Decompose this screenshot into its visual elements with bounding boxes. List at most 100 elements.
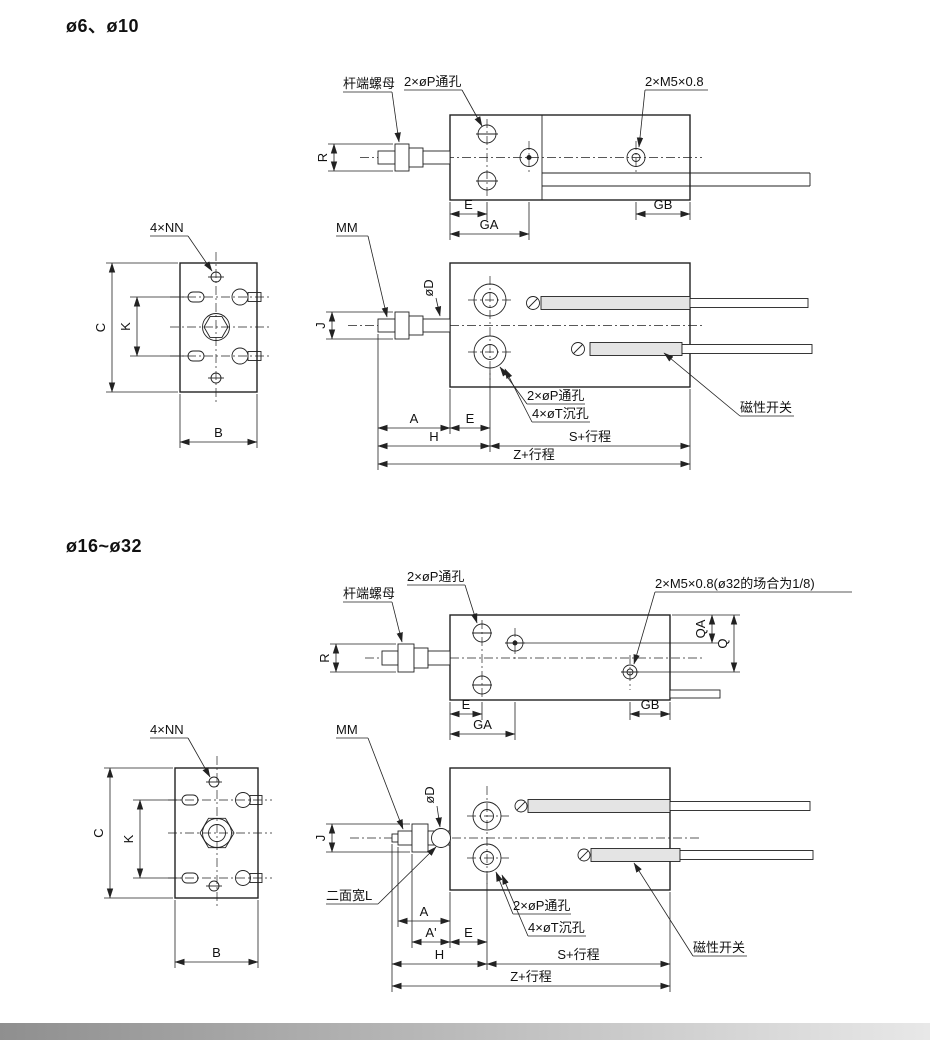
s1-switch-body-bottom [589,342,683,356]
callout-t-hole-s2: 4×øT沉孔 [528,920,585,935]
dim-label-H2: H [435,947,444,962]
s2-profile-rod-end [391,823,451,853]
s1-center-nut [202,313,230,341]
s1-dims-bottom: E GA GB [449,197,691,240]
dim-label-B: B [214,425,223,440]
dim-label-H: H [429,429,438,444]
s1-profile-rod-end [377,311,451,340]
dim-label-GA2: GA [473,717,492,732]
s1-callout-mm: MM [336,220,388,318]
dim-label-S-stroke2: S+行程 [557,947,599,962]
dim-label-E2: E [466,411,475,426]
s2-dims-QA-Q: QA Q [523,614,740,673]
s1-slot-bottom [187,350,205,362]
s2-dim-J: J [313,823,410,853]
s1-callouts: 2×øP通孔 2×M5×0.8 杆端螺母 [343,74,708,148]
callout-mm: MM [336,220,358,235]
dim-label-Q: Q [715,638,730,648]
s1-slot-top [187,291,205,303]
callout-rod-end-nut: 杆端螺母 [343,76,395,91]
s2-dim-R: R [317,643,396,673]
callout-magnetic-switch: 磁性开关 [740,400,792,415]
section1-heading: ø6、ø10 [66,16,140,36]
s1-switch-lead-top [689,298,809,308]
s2-counterbore-top [472,801,502,831]
s2-cylinder-body-profile [449,767,671,891]
dim-label-B2: B [212,945,221,960]
s1-callout-holes: 2×øP通孔 4×øT沉孔 [499,366,590,423]
s1-switch-screw-top [526,296,540,310]
callout-p-hole-s2: 2×øP通孔 [407,569,464,584]
dim-label-Z-stroke: Z+行程 [513,447,555,462]
s2-switch-screw-bottom [577,848,591,862]
callout-nn-s2: 4×NN [150,722,184,737]
s2-callout-switch: 磁性开关 [633,862,747,957]
callout-p-hole-profile: 2×øP通孔 [527,388,584,403]
dim-label-A2: A [420,904,429,919]
s2-center-nut [199,817,235,849]
dim-label-A-prime: A' [425,925,436,940]
dim-label-E3: E [462,697,471,712]
s1-switch-lead-bottom [681,344,813,354]
dim-label-K2: K [121,834,136,843]
s2-callouts: 2×øP通孔 杆端螺母 2×M5×0.8(ø32的场合为1/8) [343,569,852,665]
dim-label-C2: C [91,828,106,837]
callout-rod-dia-s2: øD [422,786,437,803]
dim-label-R: R [315,153,330,162]
s1-end-body [179,262,258,393]
s2-callout-mm: MM [336,722,404,830]
s2-callout-flats: 二面宽L [326,846,437,905]
s1-callout-switch: 磁性开关 [663,352,794,417]
s2-end-body [174,767,259,899]
s1-port-hole [519,148,539,167]
s1-m5-port [626,148,646,167]
dim-label-QA: QA [693,619,708,638]
s1-profile-view: J øD MM 2×øP通孔 4×øT沉孔 磁性开关 A E H S+行程 Z+ [313,220,813,470]
section2-heading: ø16~ø32 [66,536,143,556]
s2-profile-dims: A A' E H S+行程 Z+行程 [391,844,671,992]
callout-nn: 4×NN [150,220,184,235]
dim-label-A: A [410,411,419,426]
s1-cylinder-body-profile [449,262,691,388]
callout-rod-end-nut-s2: 杆端螺母 [343,586,395,601]
s1-end-view: 4×NN C K B [93,220,272,448]
s2-switch-lead-bottom [679,850,814,860]
s1-counterbore-top [473,283,507,317]
dim-label-GB: GB [654,197,673,212]
s1-callout-d: øD [421,279,442,317]
s1-callout-nn: 4×NN [150,220,213,272]
dim-label-GB2: GB [641,697,660,712]
s2-side-port-bottom [235,870,251,886]
s2-switch-lead-top [669,801,811,811]
s1-rod-end-assembly [377,143,451,172]
s2-profile-view: J øD MM 二面宽L 2×øP通孔 4×øT沉孔 磁性开关 A A' [313,722,814,992]
s2-side-port-top [235,792,251,808]
callout-p-hole-profile-s2: 2×øP通孔 [513,898,570,913]
s2-lead-wire-top [669,689,721,699]
s1-profile-dims: A E H S+行程 Z+行程 [377,334,691,470]
s1-switch-body-top [540,296,691,310]
s2-switch-screw-top [514,799,528,813]
s2-callout-d: øD [422,786,442,828]
callout-t-hole: 4×øT沉孔 [532,406,589,421]
s2-slot-top [181,794,199,806]
callout-m5-32: 2×M5×0.8(ø32的场合为1/8) [655,576,815,591]
s2-rod-flats [431,828,451,848]
s2-rod-side-view: R QA Q E GA GB 2×øP通孔 杆端螺母 2×M5×0.8(ø32的… [317,569,852,740]
s2-counterbore-bottom [472,843,502,873]
s2-rod-end-assembly [381,643,451,673]
dim-label-E4: E [464,925,473,940]
dim-label-Z-stroke2: Z+行程 [510,969,552,984]
s1-rod-side-view: R E GA GB 2×øP通孔 2×M5×0.8 杆端螺母 [315,74,811,240]
callout-rod-dia: øD [421,279,436,296]
callout-magnetic-switch-s2: 磁性开关 [693,940,745,955]
dim-label-S-stroke: S+行程 [569,429,611,444]
dim-label-GA: GA [480,217,499,232]
s2-switch-body-bottom [590,848,681,862]
dim-label-C: C [93,323,108,332]
s2-dims-bottom: E GA GB [449,697,671,740]
s2-end-dims: C K B [91,767,259,968]
s2-callout-nn: 4×NN [150,722,211,778]
